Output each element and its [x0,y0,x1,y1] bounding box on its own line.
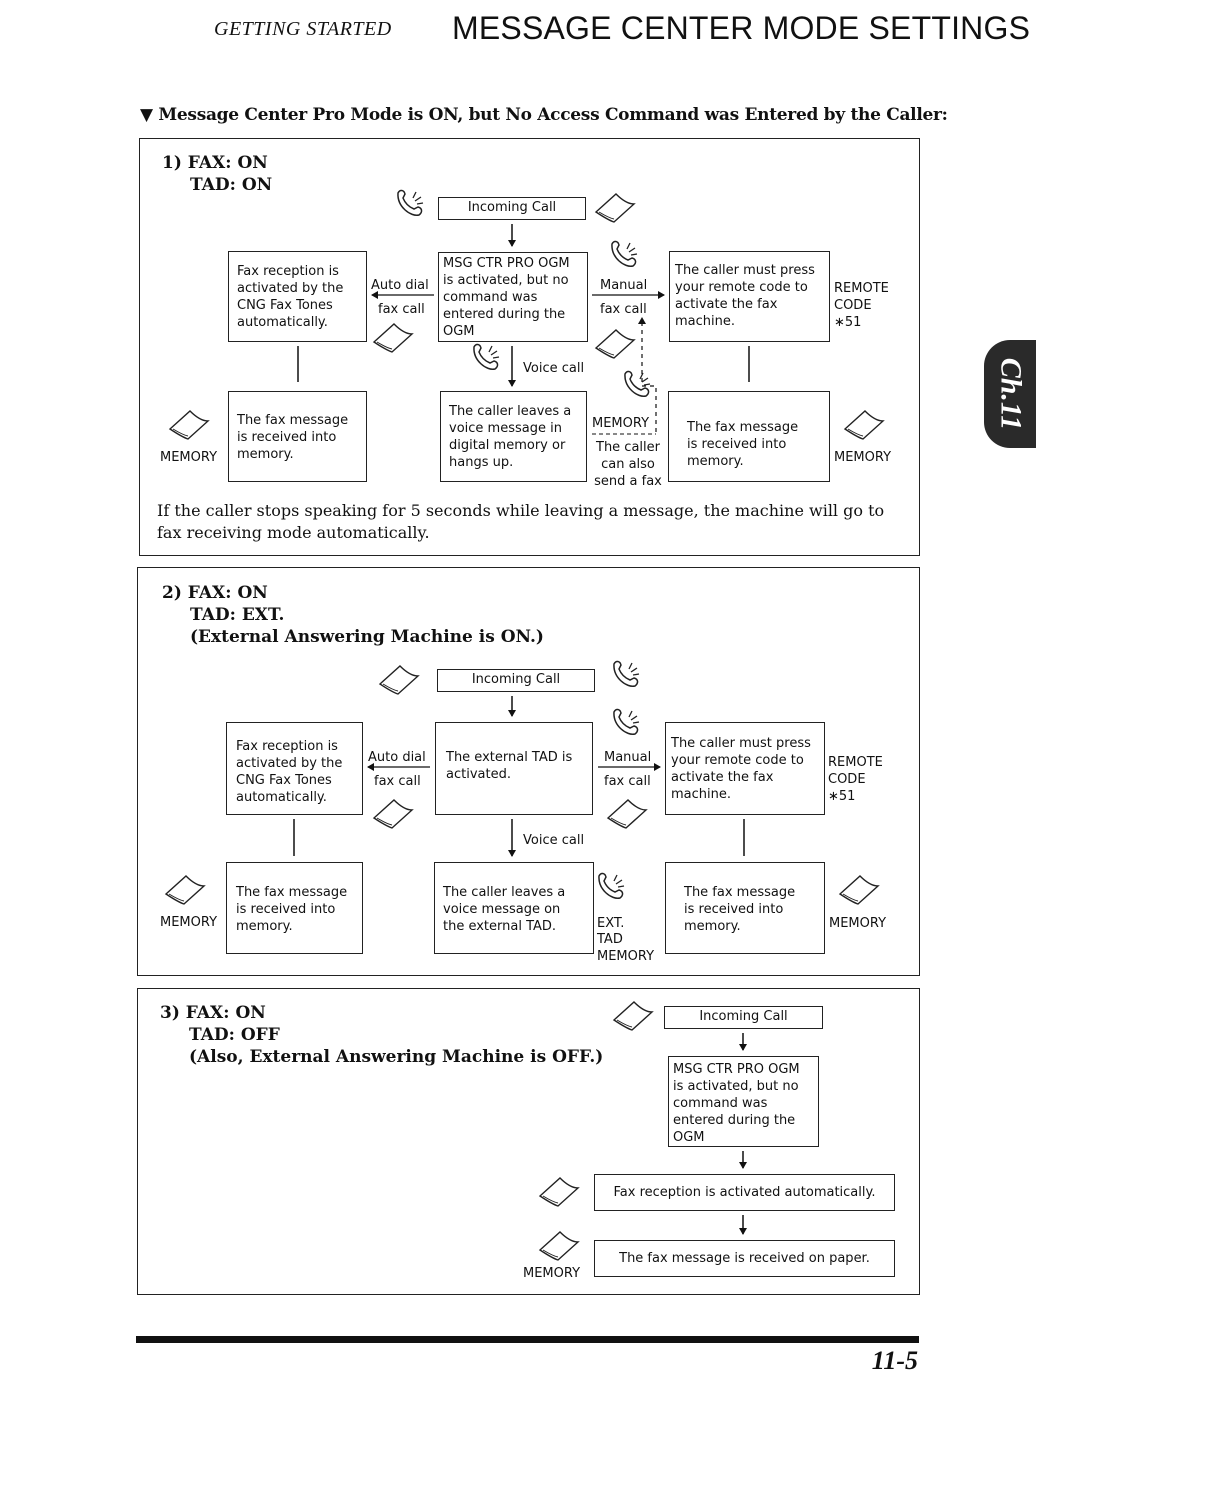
panel2-ext-3: MEMORY [597,949,655,964]
panel2-auto-dial: Auto dial [368,750,426,765]
panel1-ogm-box: MSG CTR PRO OGM is activated, but no com… [438,252,588,342]
panel1-remote-box: The caller must press your remote code t… [669,251,830,342]
panel1-fax-memory-box: The fax message is received into memory. [228,391,367,482]
section-heading: ▼ Message Center Pro Mode is ON, but No … [140,105,948,125]
panel1-memory-center: MEMORY [592,416,650,431]
p3-fax-paper-icon-2 [539,1177,579,1207]
p1-phone-icon-2 [611,240,638,268]
p2-fax-paper-icon-2 [373,799,413,829]
panel1-memory-left: MEMORY [160,450,218,465]
panel2-memory-left: MEMORY [160,915,218,930]
panel1-incoming-call: Incoming Call [438,197,586,220]
panel3-fax-reception-box: Fax reception is activated automatically… [594,1174,895,1211]
p2-fax-paper-icon-4 [165,875,205,905]
panel1-voice-box: The caller leaves a voice message in dig… [440,391,587,482]
panel2-ext-1: EXT. [597,916,625,931]
panel1-line1: 1) FAX: ON [162,153,268,173]
panel3-paper-box: The fax message is received on paper. [594,1240,895,1277]
panel2-memory-right: MEMORY [829,916,887,931]
panel2-ext-2: TAD [597,932,623,947]
panel3-line1: 3) FAX: ON [160,1003,266,1023]
p1-fax-paper-icon-4 [169,410,209,440]
panel-fax-on-tad-on [139,138,920,556]
panel1-fax-memory-box-right: The fax message is received into memory. [668,391,830,482]
panel-fax-on-tad-off [137,988,920,1295]
panel3-line2: TAD: OFF [189,1025,280,1045]
p1-dashed-path [638,317,657,432]
panel1-voice-call: Voice call [523,361,585,376]
panel1-line2: TAD: ON [190,175,273,195]
p1-phone-icon-1 [397,189,424,217]
panel3-ogm-box: MSG CTR PRO OGM is activated, but no com… [668,1056,819,1147]
panel1-fax-call-right: fax call [600,302,647,317]
panel1-auto-dial: Auto dial [371,278,429,293]
chapter-tab: Ch.11 [984,340,1036,448]
panel2-incoming-call: Incoming Call [437,669,595,692]
panel3-memory: MEMORY [523,1266,581,1281]
panel1-manual: Manual [600,278,648,293]
panel2-tad-voice-box: The caller leaves a voice message on the… [434,862,594,954]
p3-fax-paper-icon-3 [539,1231,579,1261]
p2-fax-paper-icon-5 [839,875,879,905]
panel2-manual: Manual [604,750,652,765]
panel2-fax-auto-box: Fax reception is activated by the CNG Fa… [226,722,363,815]
page-number: 11-5 [871,1346,918,1375]
panel2-remote-1: REMOTE [828,755,883,770]
p1-fax-paper-icon-1 [595,193,635,223]
panel1-caller-also-2: can also [601,457,655,472]
panel1-caller-also-1: The caller [596,440,660,455]
p2-phone-icon-3 [598,872,625,900]
page-title: MESSAGE CENTER MODE SETTINGS [452,10,1031,46]
panel1-remote-1: REMOTE [834,281,889,296]
panel2-voice-call: Voice call [523,833,585,848]
p2-phone-icon-2 [613,708,640,736]
panel2-external-tad-box: The external TAD is activated. [435,722,593,815]
p1-phone-icon-3 [473,343,500,371]
panel2-fax-call-left: fax call [374,774,421,789]
panel2-fax-memory-box: The fax message is received into memory. [226,862,363,954]
panel1-fax-call-left: fax call [378,302,425,317]
panel2-line1: 2) FAX: ON [162,583,268,603]
panel2-fax-memory-box-right: The fax message is received into memory. [665,862,825,954]
panel1-remote-3: ∗51 [834,315,862,330]
p2-fax-paper-icon-3 [607,799,647,829]
panel1-fax-auto-box: Fax reception is activated by the CNG Fa… [228,251,367,342]
p1-phone-icon-4 [624,370,651,398]
p3-fax-paper-icon-1 [613,1001,653,1031]
panel2-remote-3: ∗51 [828,789,856,804]
panel2-remote-2: CODE [828,772,866,787]
panel2-remote-box: The caller must press your remote code t… [665,722,825,815]
panel3-line3: (Also, External Answering Machine is OFF… [189,1047,604,1067]
p1-fax-paper-icon-3 [595,329,635,359]
panel2-fax-call-right: fax call [604,774,651,789]
p1-fax-paper-icon-2 [373,323,413,353]
p2-phone-icon-1 [613,660,640,688]
panel1-caller-also-3: send a fax [594,474,662,489]
p2-fax-paper-icon-1 [379,665,419,695]
panel2-line2: TAD: EXT. [190,605,285,625]
panel-fax-on-tad-ext [137,567,920,976]
panel1-note: If the caller stops speaking for 5 secon… [157,501,885,542]
footer-rule [136,1336,919,1343]
panel2-line3: (External Answering Machine is ON.) [190,627,544,647]
panel1-remote-2: CODE [834,298,872,313]
p1-fax-paper-icon-5 [844,410,884,440]
panel1-memory-right: MEMORY [834,450,892,465]
panel3-incoming-call: Incoming Call [664,1006,823,1029]
header-section-label: GETTING STARTED [214,18,392,40]
